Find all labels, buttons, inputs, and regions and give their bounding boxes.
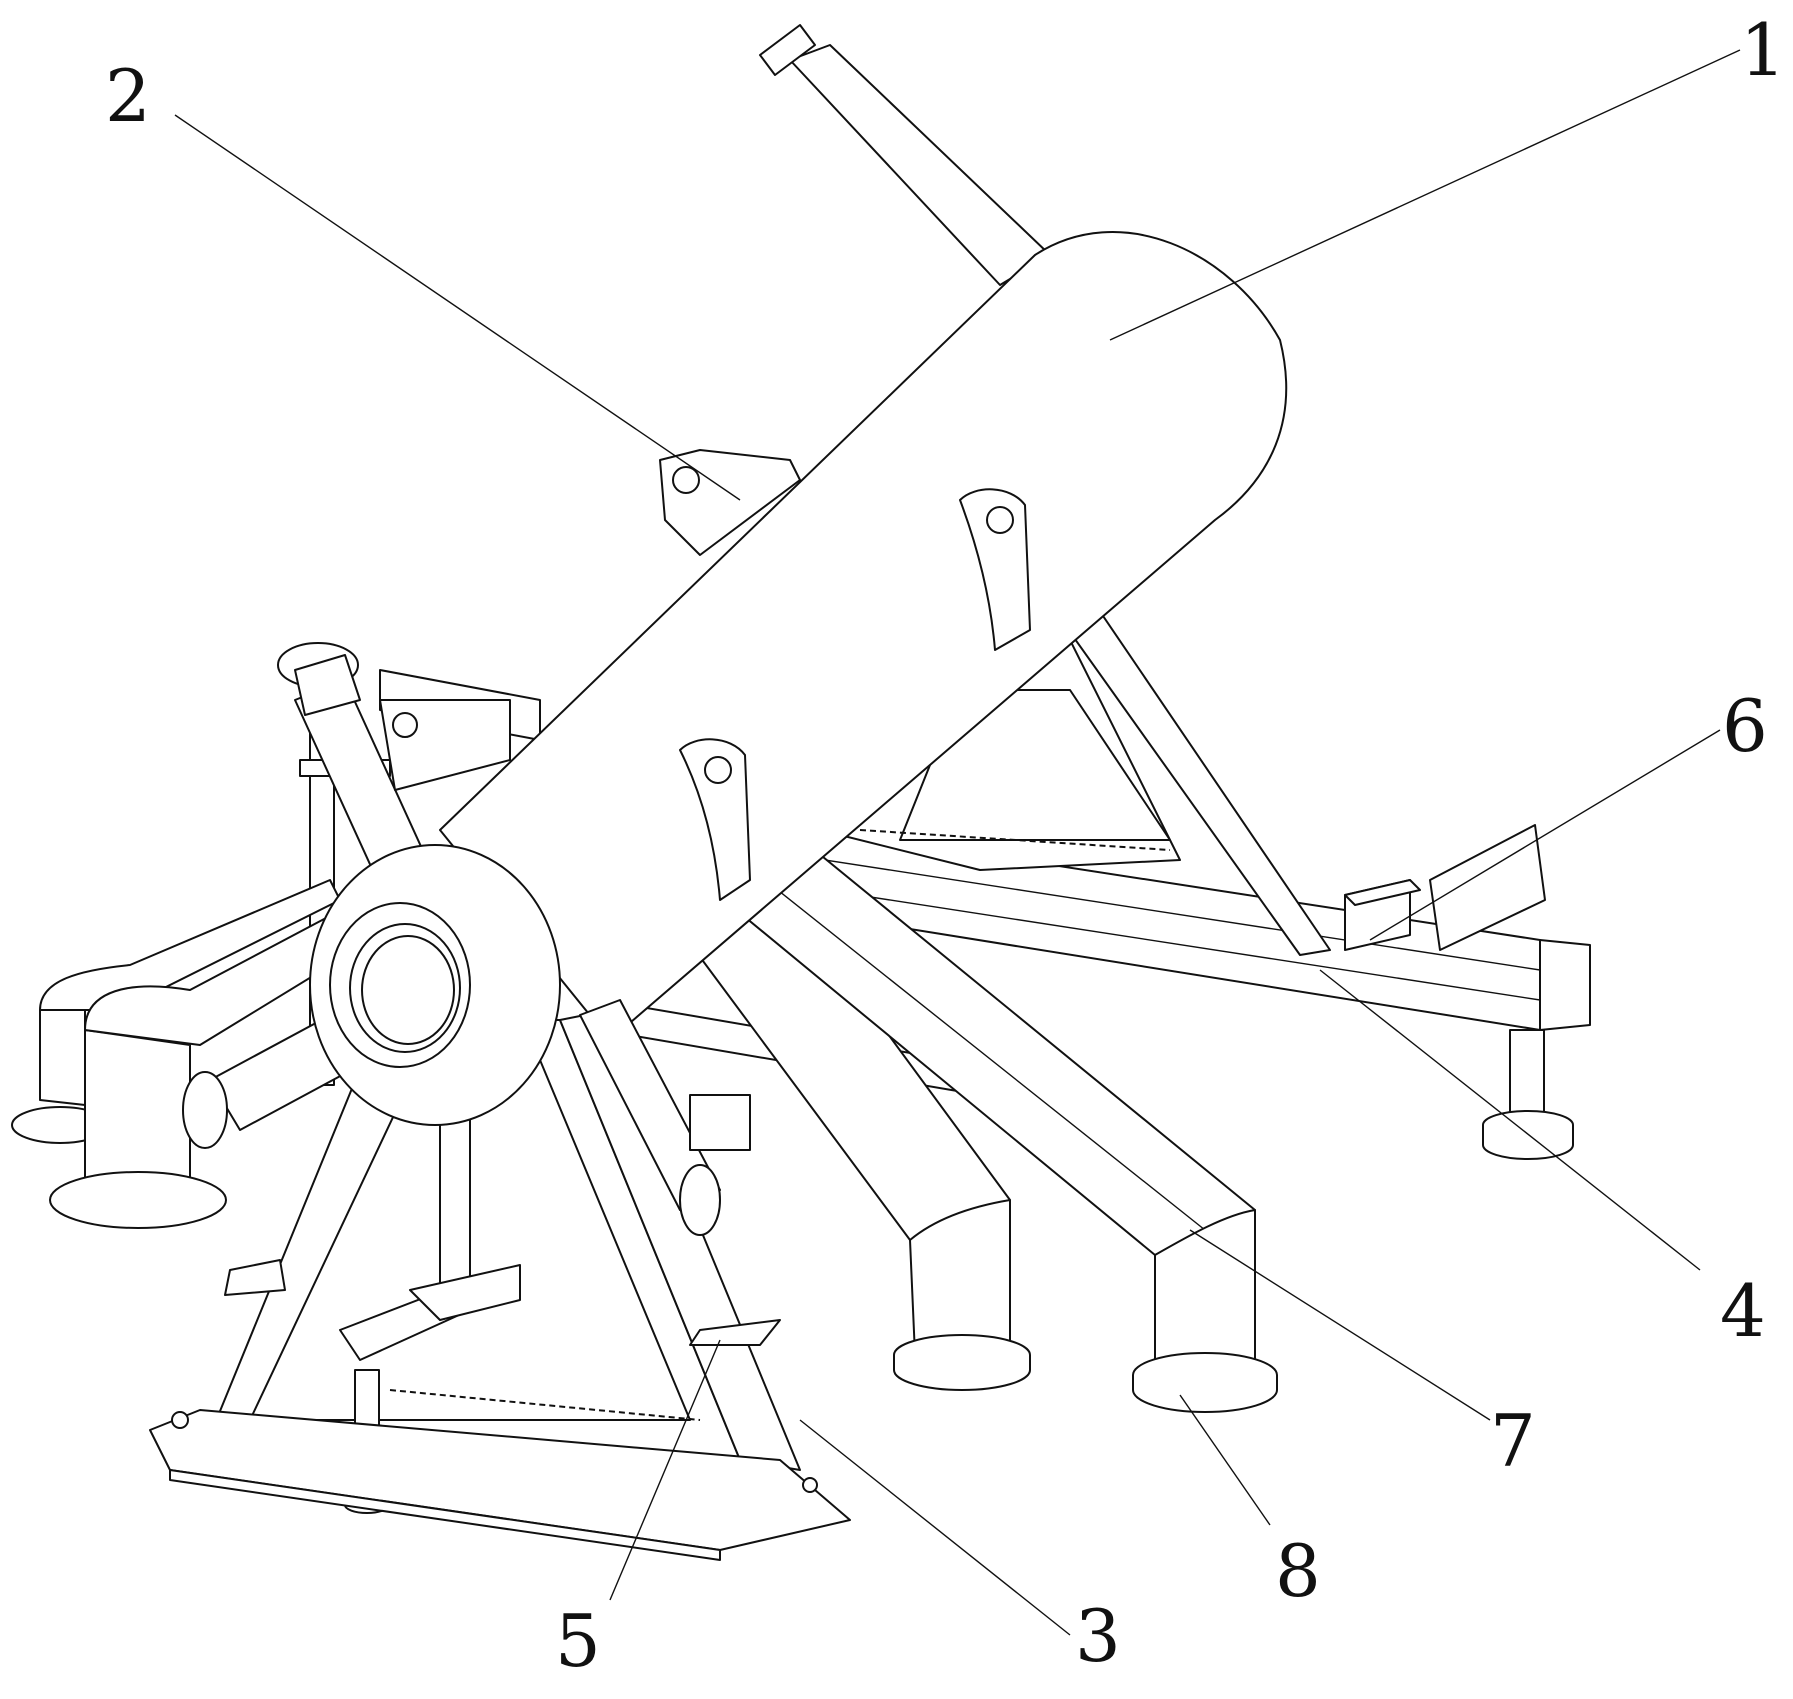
a-frame-front <box>149 1009 851 1561</box>
inner-strut <box>579 999 751 1236</box>
leader-lines <box>174 49 1741 1636</box>
callout-4: 4 <box>1720 1269 1766 1353</box>
leader-6 <box>1369 729 1721 941</box>
callout-5: 5 <box>555 1599 601 1683</box>
leader-4 <box>1319 969 1701 1271</box>
leader-2 <box>174 114 741 501</box>
leader-3 <box>799 1419 1071 1636</box>
callout-2: 2 <box>105 54 151 138</box>
leader-7 <box>1189 1229 1491 1421</box>
horizontal-beam <box>759 819 1591 1160</box>
callout-3: 3 <box>1075 1594 1121 1678</box>
main-cylinder <box>379 24 1288 1041</box>
callout-7: 7 <box>1490 1399 1536 1483</box>
callout-6: 6 <box>1722 684 1768 768</box>
leader-1 <box>1109 49 1741 341</box>
rectangular-bracket <box>1344 824 1546 951</box>
callout-8: 8 <box>1275 1529 1321 1613</box>
leader-5 <box>609 1339 721 1601</box>
circular-end-flange <box>309 844 561 1126</box>
front-diagonal-beams <box>679 829 1278 1413</box>
callout-1: 1 <box>1740 8 1786 92</box>
left-elbow-pipes <box>11 879 381 1229</box>
leader-8 <box>1179 1394 1271 1526</box>
